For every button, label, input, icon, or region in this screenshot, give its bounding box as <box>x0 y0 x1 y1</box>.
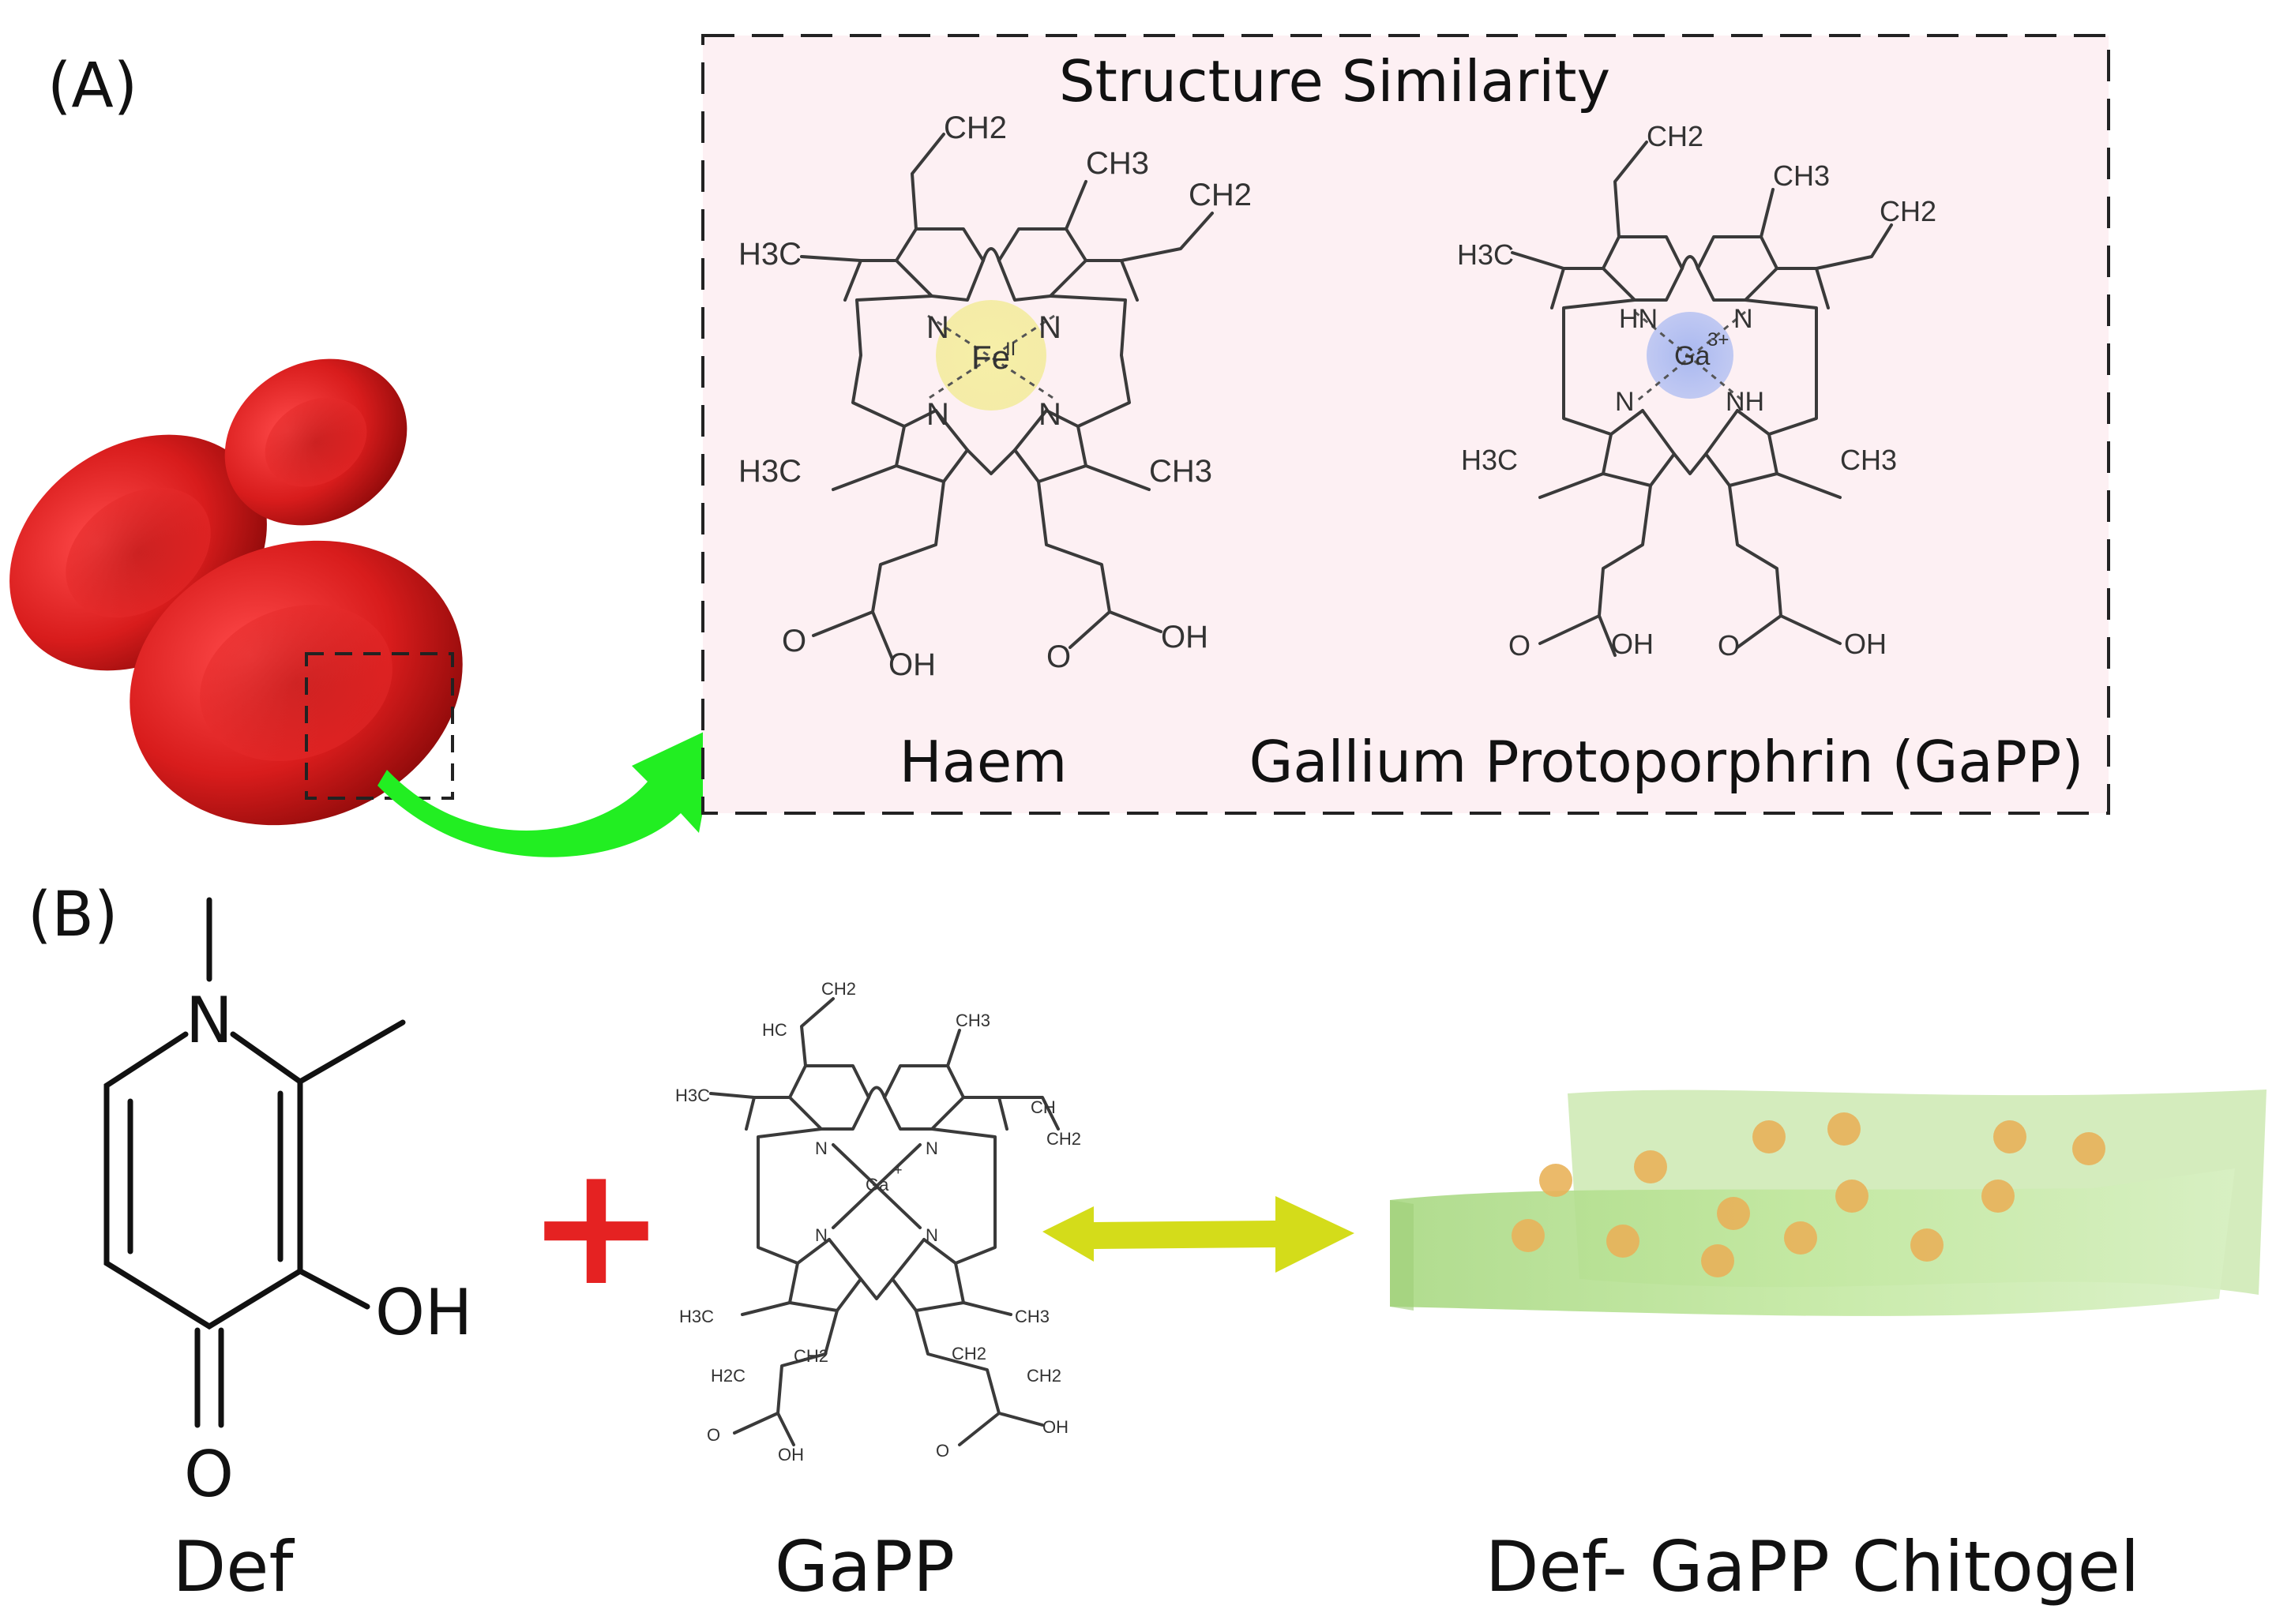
gapp-caption: Gallium Protoporphrin (GaPP) <box>1249 729 2084 795</box>
gapp-small-h2c: H2C <box>711 1366 746 1386</box>
gapp-ch3-top: CH3 <box>1773 159 1830 192</box>
haem-structure: N N N N Fe II CH2 CH3 CH2 H3C H3C CH3 O … <box>738 111 1252 682</box>
gapp-oh-right: OH <box>1844 628 1887 660</box>
zoom-region-box <box>305 652 454 800</box>
gapp-small-structure: N N N N Ga + HC CH2 CH3 CH CH2 H3C H3C C… <box>675 979 1081 1465</box>
gapp-small-hc: HC <box>762 1020 787 1040</box>
gapp-small-ch: CH <box>1031 1097 1056 1117</box>
gapp-small-n-4: N <box>926 1225 938 1245</box>
def-structure: N OH O <box>103 897 472 1511</box>
gapp-o-left: O <box>1508 629 1530 662</box>
gapp-structure: HN N N NH Ga 3+ CH2 CH3 CH2 H3C H3C CH3 … <box>1457 120 1936 662</box>
def-oh: OH <box>375 1276 472 1349</box>
gapp-small-ch2-right: CH2 <box>1046 1129 1081 1149</box>
haem-ch2-top: CH2 <box>944 111 1007 145</box>
gapp-o-right: O <box>1718 629 1740 662</box>
gapp-oh-left: OH <box>1611 628 1654 660</box>
gapp-small-metal: Ga <box>866 1175 889 1195</box>
gapp-small-h3c-left: H3C <box>675 1086 710 1105</box>
haem-o-right: O <box>1046 639 1071 674</box>
gapp-h3c-bottom-left: H3C <box>1461 444 1518 476</box>
panel-b-label: (B) <box>28 880 118 951</box>
haem-ch3-top: CH3 <box>1086 146 1149 181</box>
haem-ch2-right: CH2 <box>1189 178 1252 212</box>
gapp-small-oh-left: OH <box>778 1445 804 1465</box>
gapp-n-1: N <box>1733 304 1753 334</box>
gapp-small-oh-right: OH <box>1042 1417 1069 1437</box>
gapp-small-ch2-c: CH2 <box>1027 1366 1061 1386</box>
haem-n-1: N <box>926 310 949 345</box>
gapp-small-ch3-bottom: CH3 <box>1015 1307 1050 1326</box>
ga-highlight <box>1647 312 1733 399</box>
fe-highlight <box>936 300 1046 411</box>
box-title: Structure Similarity <box>1059 48 1610 114</box>
def-o: O <box>184 1438 234 1511</box>
haem-n-2: N <box>1038 310 1061 345</box>
rbc-top <box>224 358 407 526</box>
chitogel <box>1390 1090 2267 1316</box>
gapp-small-n-2: N <box>926 1138 938 1158</box>
red-blood-cells <box>9 358 463 826</box>
chitogel-caption: Def- GaPP Chitogel <box>1485 1526 2139 1607</box>
rbc-front <box>130 540 463 826</box>
reaction-arrow <box>1042 1196 1354 1273</box>
gapp-ch3-bottom-right: CH3 <box>1840 444 1897 476</box>
gapp-n-2: N <box>1615 387 1635 417</box>
gapp-small-n-1: N <box>815 1138 828 1158</box>
haem-oh-right: OH <box>1161 620 1208 654</box>
gapp-small-ch2-top: CH2 <box>821 979 856 999</box>
gapp-small-h3c-bottom: H3C <box>679 1307 714 1326</box>
haem-n-4: N <box>1038 397 1061 432</box>
gapp-small-ch2-b: CH2 <box>952 1344 986 1363</box>
gapp-ch2-right: CH2 <box>1880 195 1936 227</box>
haem-n-3: N <box>926 397 949 432</box>
haem-oh-left: OH <box>888 647 936 682</box>
gapp-hn: HN <box>1619 304 1658 334</box>
plus-sign: + <box>527 1129 666 1322</box>
gapp-small-ch2-a: CH2 <box>794 1346 828 1366</box>
haem-caption: Haem <box>899 729 1068 795</box>
gapp-metal: Ga <box>1674 341 1710 371</box>
haem-ch3-bottom-right: CH3 <box>1149 454 1212 489</box>
panel-a-label: (A) <box>47 51 137 122</box>
gapp-small-o-right: O <box>936 1441 949 1461</box>
def-caption: Def <box>173 1526 295 1607</box>
haem-o-left: O <box>782 624 806 658</box>
gapp-h3c-left: H3C <box>1457 238 1514 271</box>
haem-h3c-left: H3C <box>738 237 802 272</box>
def-n: N <box>186 984 233 1057</box>
gapp-small-n-3: N <box>815 1225 828 1245</box>
haem-metal-oxidation: II <box>1005 339 1016 360</box>
gapp-nh: NH <box>1726 387 1764 417</box>
gel-left-edge <box>1390 1200 1414 1311</box>
haem-h3c-bottom-left: H3C <box>738 454 802 489</box>
gapp-metal-charge: 3+ <box>1707 329 1729 351</box>
structure-similarity-box <box>701 34 2110 815</box>
gapp-small-o-left: O <box>707 1425 720 1445</box>
gapp-small-ch3-top: CH3 <box>956 1011 990 1030</box>
gel-particles <box>1512 1112 2105 1277</box>
green-curved-arrow <box>377 725 719 857</box>
gapp-ch2-top: CH2 <box>1647 120 1703 152</box>
gapp-small-metal-charge: + <box>894 1162 903 1178</box>
haem-metal: Fe <box>971 339 1010 376</box>
gapp-small-caption: GaPP <box>775 1526 955 1607</box>
